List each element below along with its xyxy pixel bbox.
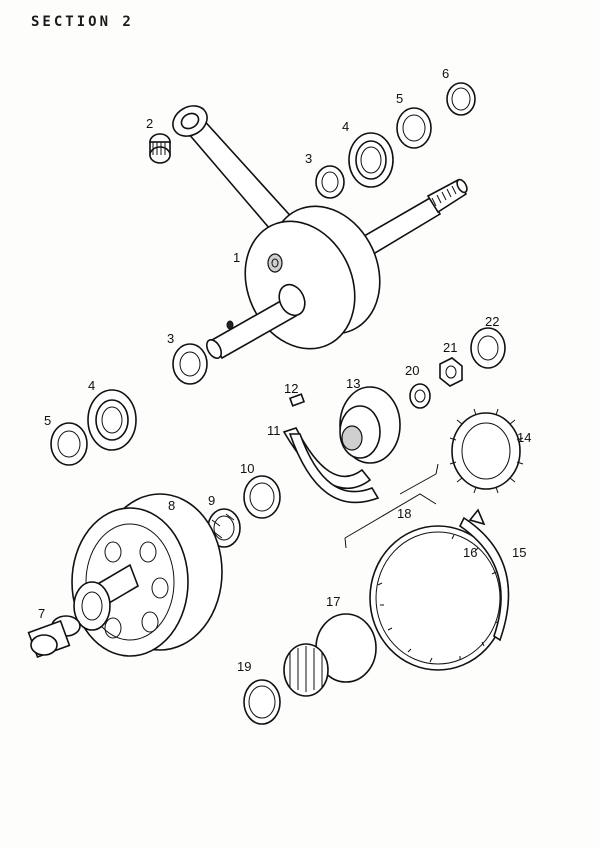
callout-3-lower: 3 [167, 331, 174, 346]
callout-20: 20 [405, 363, 419, 378]
callout-22: 22 [485, 314, 499, 329]
callout-5-lower: 5 [44, 413, 51, 428]
woodruff-key-12 [288, 393, 306, 407]
group-bracket-18 [344, 463, 439, 549]
tab-washer-14 [449, 408, 524, 494]
callout-9: 9 [208, 493, 215, 508]
drive-plate-15 [458, 508, 510, 642]
callout-labels: 1 2 3 4 5 6 3 4 5 7 8 9 10 11 12 13 14 1… [38, 66, 531, 674]
ball-bearing-22 [470, 327, 506, 369]
callout-16: 16 [463, 545, 477, 560]
nut-21 [439, 357, 463, 387]
callout-7: 7 [38, 606, 45, 621]
ball-bearing-4-lower [87, 389, 137, 451]
callout-14: 14 [517, 430, 531, 445]
callout-11: 11 [267, 423, 281, 438]
callout-3-upper: 3 [305, 151, 312, 166]
callout-5-upper: 5 [396, 91, 403, 106]
callout-1: 1 [233, 250, 240, 265]
circlip-19 [243, 679, 281, 725]
shim-10 [243, 475, 281, 519]
callout-10: 10 [240, 461, 254, 476]
starter-gear-17 [283, 613, 377, 697]
callout-12: 12 [284, 381, 298, 396]
callout-4-lower: 4 [88, 378, 95, 393]
bush-7 [27, 615, 81, 659]
driven-pulley-16 [369, 525, 507, 671]
callout-15: 15 [512, 545, 526, 560]
shim-3-lower [172, 343, 208, 385]
callout-4-upper: 4 [342, 119, 349, 134]
clutch-hub-13 [339, 386, 401, 464]
shim-6 [446, 82, 476, 116]
callout-2: 2 [146, 116, 153, 131]
clutch-shoe-11 [282, 427, 380, 504]
callout-21: 21 [443, 340, 457, 355]
section-title: SECTION 2 [31, 14, 134, 30]
lock-washer-20 [409, 383, 431, 409]
callout-8: 8 [168, 498, 175, 513]
callout-17: 17 [326, 594, 340, 609]
callout-6: 6 [442, 66, 449, 81]
callout-13: 13 [346, 376, 360, 391]
shim-3-upper [315, 165, 345, 199]
clutch-bell-8 [71, 493, 223, 657]
oil-seal-5-upper [396, 107, 432, 149]
callout-19: 19 [237, 659, 251, 674]
ball-bearing-4-upper [348, 132, 394, 188]
needle-bearing-cage-2 [149, 133, 171, 164]
crankshaft-assembly [172, 105, 468, 360]
oil-seal-5-lower [50, 422, 88, 466]
callout-18: 18 [397, 506, 411, 521]
